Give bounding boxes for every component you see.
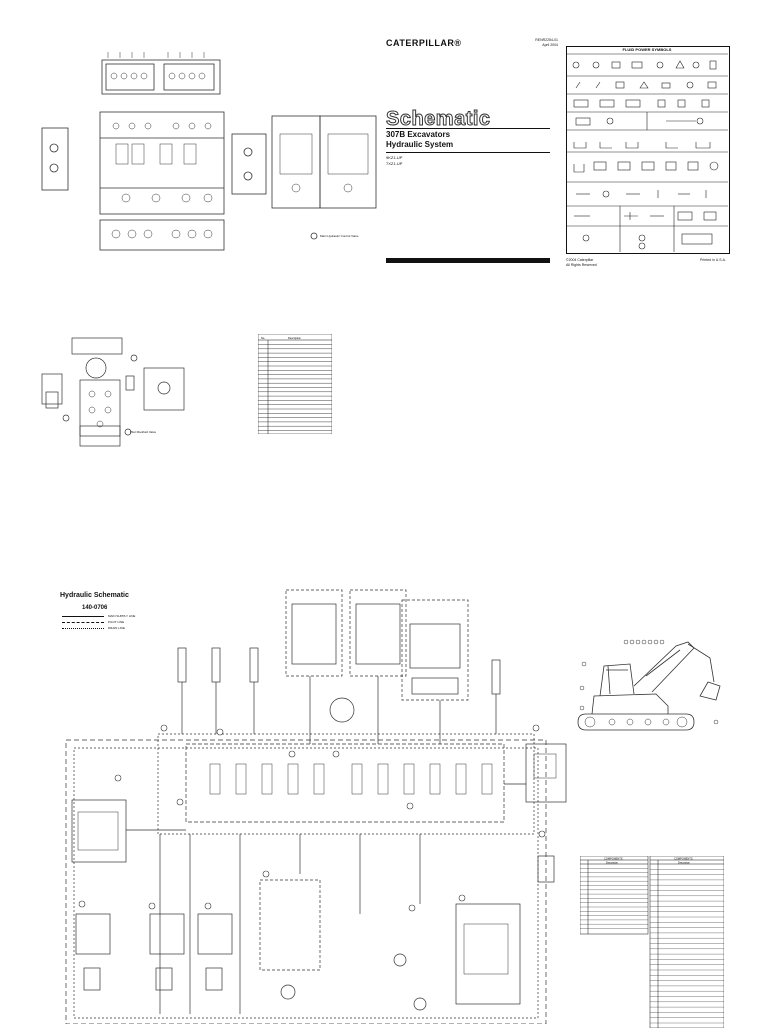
components-table: COMPONENTS COMPONENTS Description Descri… [580,856,724,1028]
hydraulic-schematic-drawing [65,589,567,1024]
copyright: ©2004 Caterpillar All Rights Reserved [566,258,597,267]
components-left-header: COMPONENTS [604,856,623,860]
printed-note: Printed in U.S.A. [700,258,726,262]
cover-title: Schematic [386,108,491,131]
schematic-legend: MAIN SUPPLY LINE PILOT LINE DRAIN LINE [62,613,142,631]
symbols-title: FLUID POWER SYMBOLS [622,47,672,52]
caterpillar-logo: CATERPILLAR® [386,38,462,48]
legend-drain: DRAIN LINE [108,626,125,630]
excavator-illustration [577,639,721,731]
component-key-table: No. Description [258,334,332,434]
schematic-part-number: 140-0706 [82,605,108,611]
doc-number: RENR2254-01 April 2004 [535,38,558,47]
title-rule [386,128,550,129]
cover-subtitle: 307B Excavators Hydraulic System [386,130,454,149]
pilot-manifold-drawing [41,337,185,447]
main-valve-note: Main Hydraulic Control Valve [320,234,359,238]
schematic-title: Hydraulic Schematic [60,592,129,599]
valve-views-drawing [41,52,377,251]
valve-views-group: Main Hydraulic Control Valve [36,48,380,264]
legend-main: MAIN SUPPLY LINE [108,614,136,618]
serial-numbers: 9KZ1-UP 7XZ1-UP [386,155,403,166]
key-col-desc: Description [288,336,302,340]
subtitle-rule [386,152,550,153]
legend-pilot: PILOT LINE [108,620,125,624]
pilot-manifold-note: Pilot Manifold Valve [130,430,157,434]
symbols-chart [566,46,730,254]
components-left-desc: Description [606,861,619,864]
symbols-drawing [566,53,728,252]
components-right-header: COMPONENTS [674,856,693,860]
components-right-desc: Description [678,861,691,864]
key-col-no: No. [261,336,265,340]
cover-footer-bar [386,258,550,263]
